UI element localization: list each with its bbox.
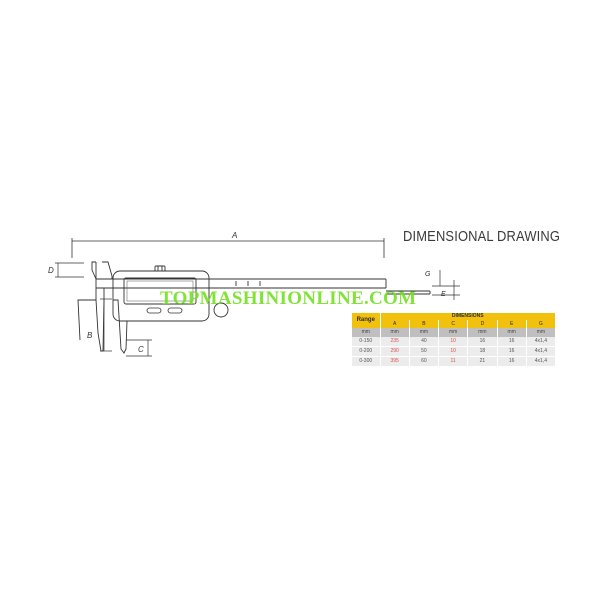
caliper-slider: [102, 261, 229, 354]
dimension-a: [71, 238, 385, 258]
column-header: D: [467, 320, 498, 328]
table-row: 0-200 290 50 10 18 16 4x1,4: [352, 346, 557, 357]
value-cell-a: 235: [380, 337, 410, 347]
label-d: D: [48, 266, 54, 275]
column-header: G: [526, 320, 557, 328]
table-row: 0-300 395 60 11 21 16 4x1,4: [352, 356, 557, 367]
value-cell-e: 16: [497, 346, 527, 357]
unit-cell: mm: [526, 328, 557, 337]
table-row: 0-150 235 40 10 16 16 4x1,4: [352, 337, 557, 347]
value-cell-c: 10: [438, 337, 469, 347]
caliper-beam: [96, 278, 431, 295]
column-header: E: [497, 320, 527, 328]
value-cell-a: 395: [380, 356, 410, 367]
table-column-header-row: A B C D E G: [352, 320, 557, 328]
unit-cell: mm: [467, 328, 498, 337]
lcd-display: [123, 277, 197, 305]
dimension-g-e: [432, 270, 460, 300]
dimension-d: [55, 262, 84, 278]
dimension-b: [100, 298, 112, 352]
label-a: A: [231, 231, 237, 240]
units-row: mm mm mm mm mm mm mm: [352, 328, 557, 337]
unit-cell: mm: [409, 328, 440, 337]
value-cell-g: 4x1,4: [526, 346, 557, 357]
units-label: mm: [352, 328, 381, 337]
value-cell-d: 16: [467, 337, 498, 347]
value-cell-d: 18: [467, 346, 498, 357]
label-c: C: [138, 345, 144, 354]
column-header: C: [438, 320, 469, 328]
value-cell-d: 21: [467, 356, 498, 367]
range-cell: 0-200: [352, 346, 381, 357]
lcd-inner: [126, 280, 194, 302]
value-cell-c: 11: [438, 356, 469, 367]
value-cell-e: 16: [497, 356, 527, 367]
label-b: B: [87, 331, 93, 340]
caliper-button-left: [146, 307, 162, 314]
value-cell-b: 50: [409, 346, 440, 357]
caliper-button-right: [167, 307, 183, 314]
value-cell-b: 40: [409, 337, 440, 347]
unit-cell: mm: [380, 328, 410, 337]
watermark-text: TOPMASHINIONLINE.COM: [160, 288, 417, 309]
range-header: Range: [352, 313, 381, 328]
range-cell: 0-150: [352, 337, 381, 347]
column-header: B: [409, 320, 440, 328]
column-header: A: [380, 320, 410, 328]
table-group-header-row: Range DIMENSIONS: [352, 313, 556, 328]
label-e: E: [441, 291, 446, 298]
value-cell-c: 10: [438, 346, 469, 357]
range-cell: 0-300: [352, 356, 381, 367]
value-cell-g: 4x1,4: [526, 356, 557, 367]
value-cell-b: 60: [409, 356, 440, 367]
value-cell-a: 290: [380, 346, 410, 357]
unit-cell: mm: [497, 328, 527, 337]
label-g: G: [425, 271, 431, 278]
drawing-heading: DIMENSIONAL DRAWING: [403, 228, 561, 245]
value-cell-e: 16: [497, 337, 527, 347]
unit-cell: mm: [438, 328, 469, 337]
value-cell-g: 4x1,4: [526, 337, 557, 347]
dimension-c: [126, 339, 152, 357]
dimensions-group-header: DIMENSIONS: [380, 313, 556, 320]
dimensions-table: Range DIMENSIONS A B C D E G mm mm mm mm…: [352, 313, 557, 367]
